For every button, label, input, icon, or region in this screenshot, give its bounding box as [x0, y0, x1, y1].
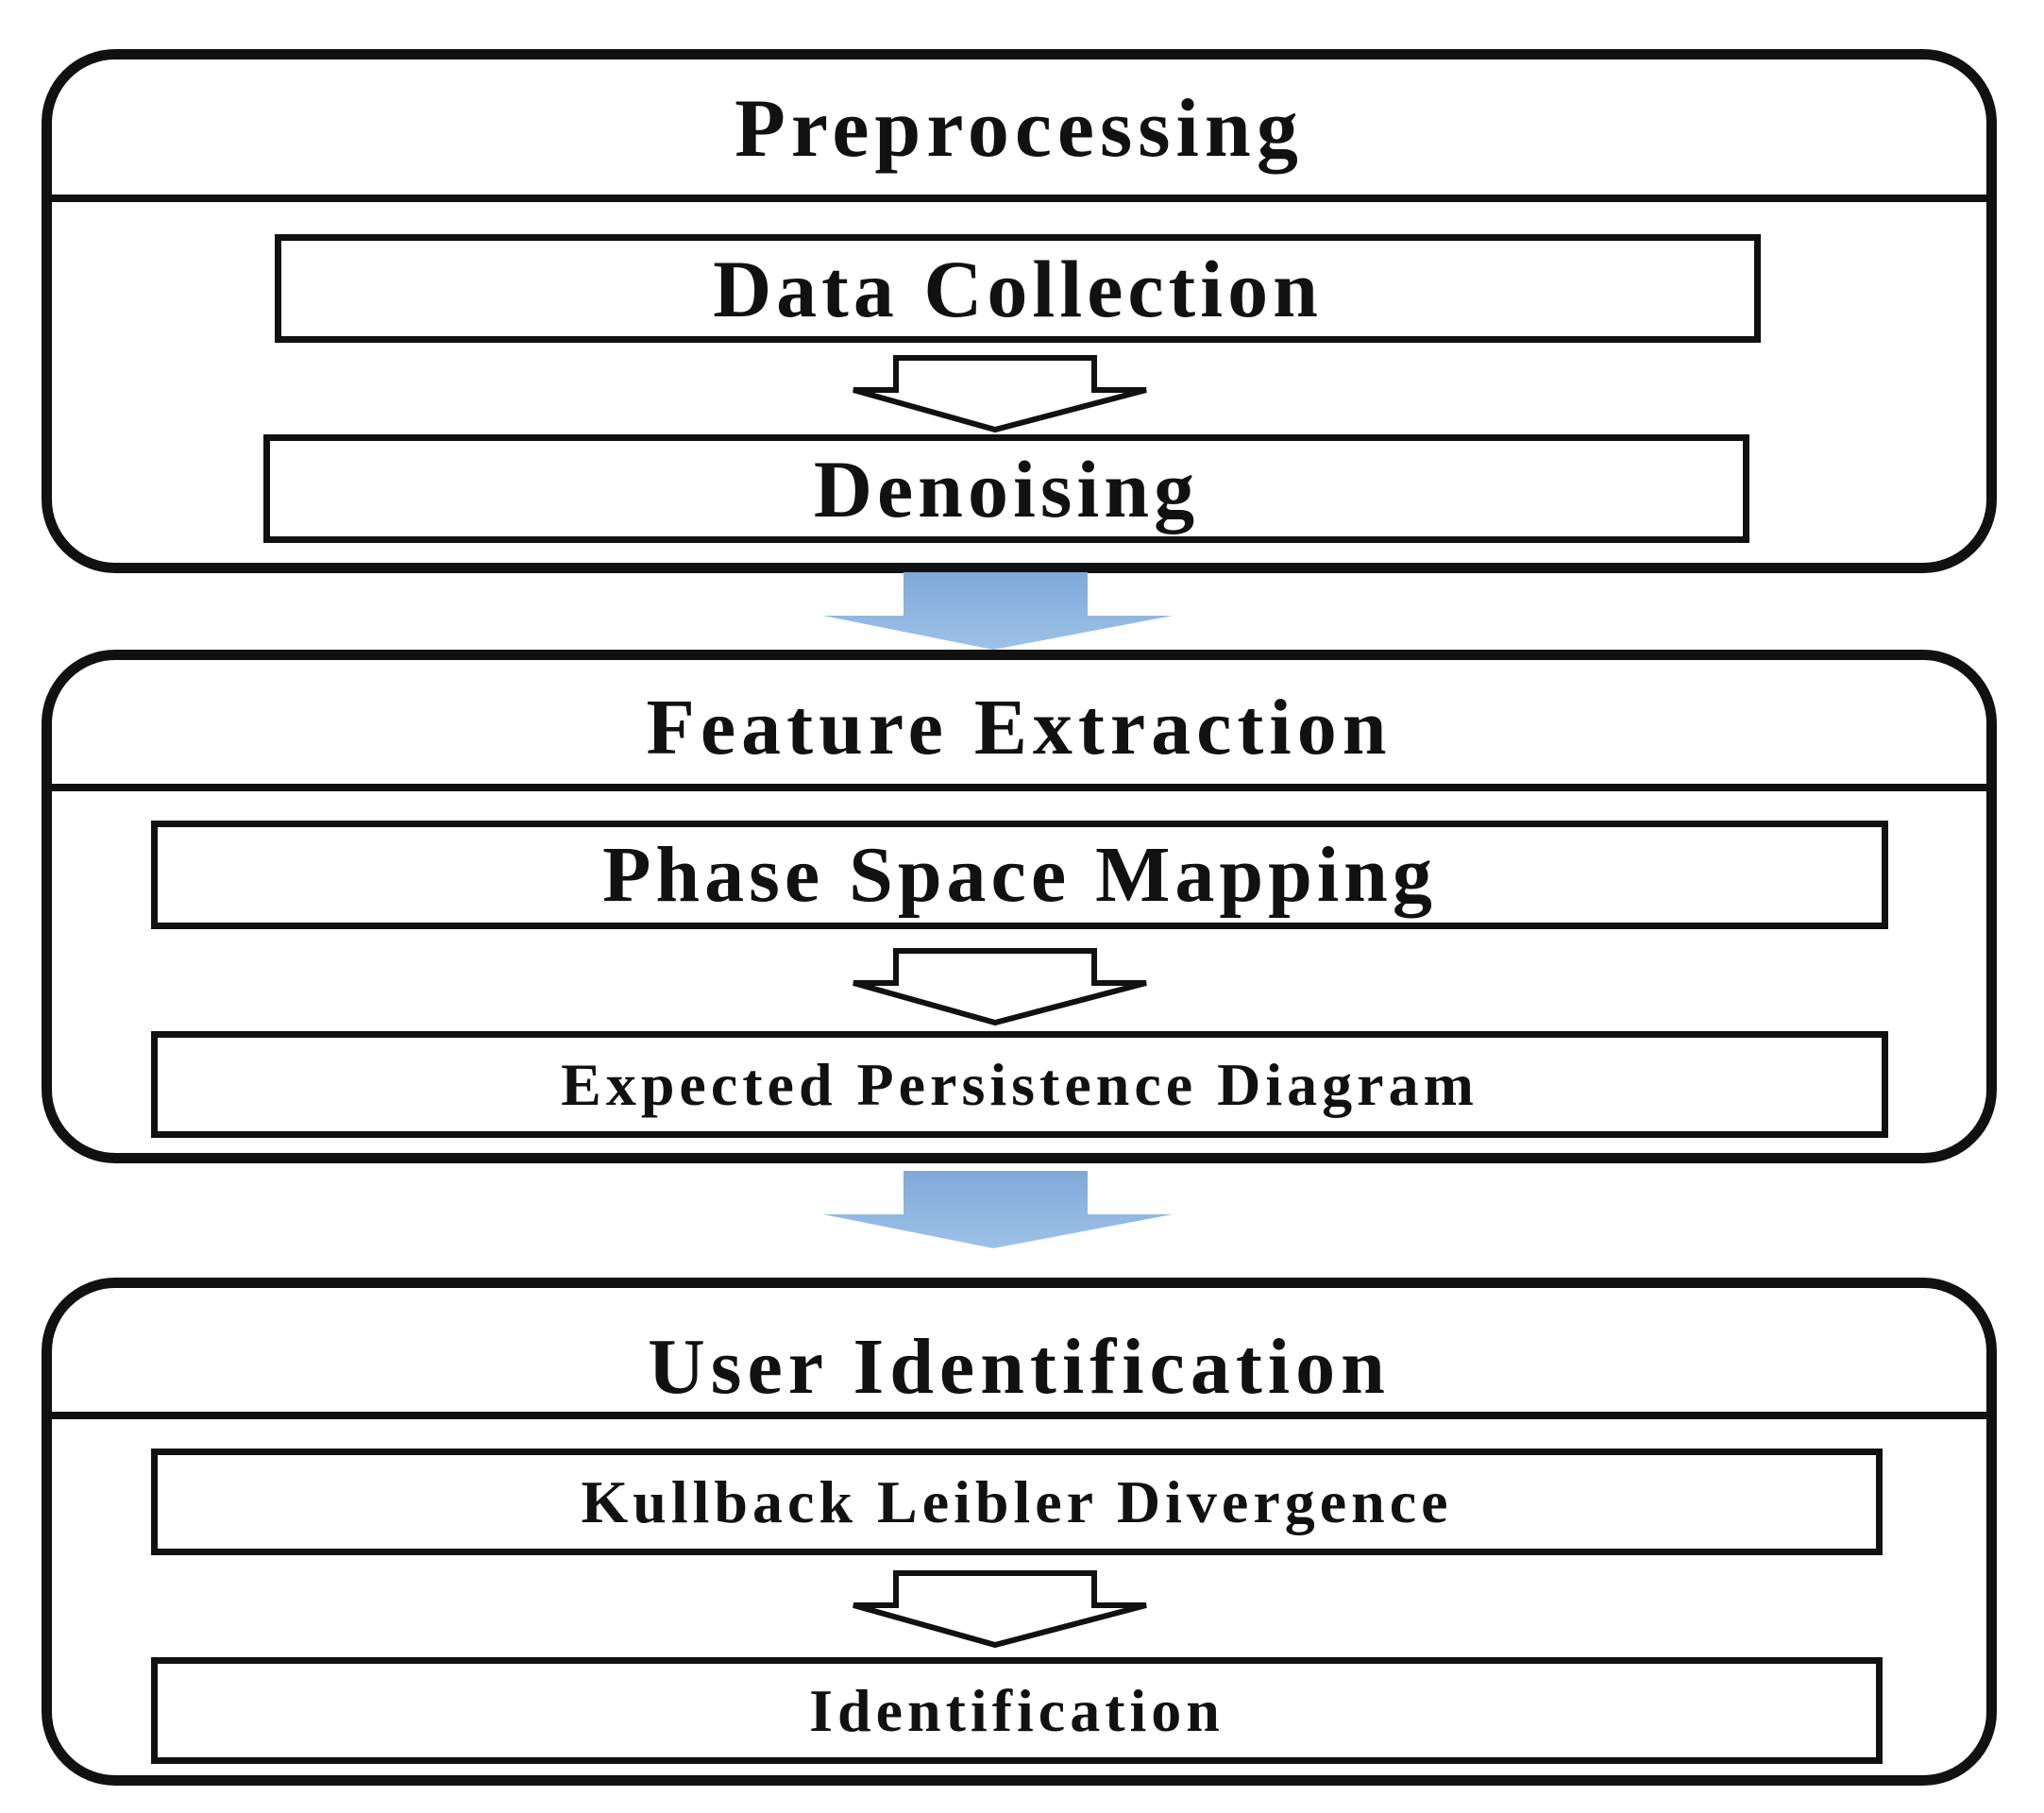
- stage-divider: [52, 1412, 1986, 1419]
- step-arrow-down-icon: [853, 355, 1147, 433]
- flow-arrow-down-icon: [823, 572, 1173, 650]
- stage-preprocessing: Preprocessing Data Collection Denoising: [42, 49, 1997, 573]
- step-expected-persistence-diagram: Expected Persistence Diagram: [151, 1031, 1888, 1138]
- stage-feature-extraction: Feature Extraction Phase Space Mapping E…: [42, 650, 1997, 1163]
- stage-user-identification: User Identification Kullback Leibler Div…: [42, 1278, 1997, 1786]
- step-denoising: Denoising: [263, 434, 1749, 543]
- stage-title-feature-extraction: Feature Extraction: [646, 684, 1393, 771]
- step-arrow-down-icon: [853, 948, 1147, 1026]
- stage-divider: [52, 195, 1986, 202]
- stage-title-preprocessing: Preprocessing: [735, 83, 1304, 175]
- step-arrow-down-icon: [853, 1570, 1147, 1649]
- step-data-collection: Data Collection: [275, 234, 1761, 343]
- step-identification: Identification: [151, 1657, 1883, 1764]
- flow-arrow-down-icon: [823, 1171, 1173, 1248]
- step-kullback-leibler-divergence: Kullback Leibler Divergence: [151, 1449, 1883, 1555]
- stage-divider: [52, 784, 1986, 791]
- step-phase-space-mapping: Phase Space Mapping: [151, 821, 1888, 929]
- stage-title-user-identification: User Identification: [648, 1323, 1391, 1411]
